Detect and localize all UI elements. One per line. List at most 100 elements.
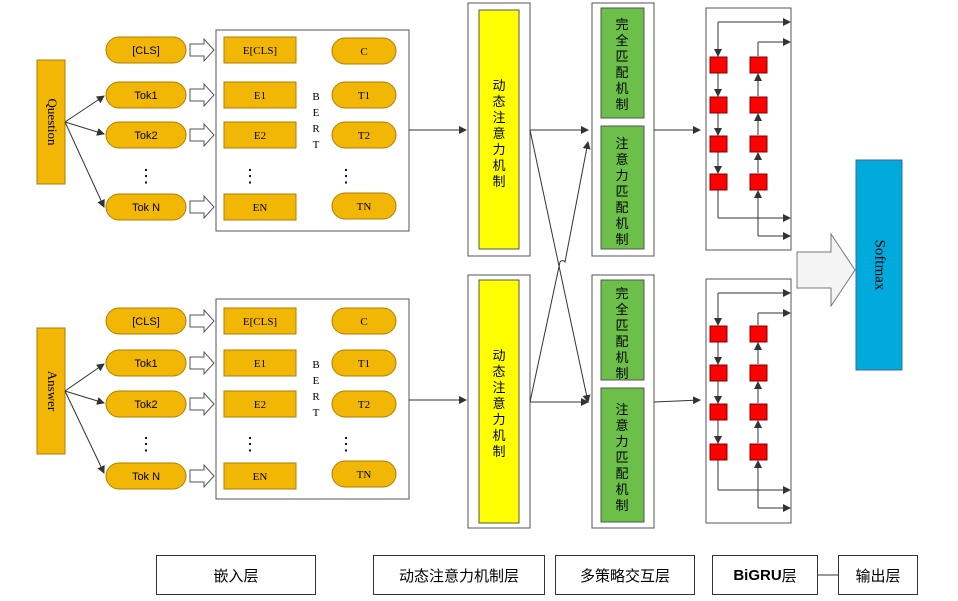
question-out-t1 [331,81,397,109]
question-token-1 [105,81,187,109]
svg-text:制: 制 [615,232,628,247]
question-gru-cell [709,96,728,114]
question-attn-match-text: 注 意 力 匹 配 机 制 [615,136,628,247]
answer-gru-cell [709,364,728,382]
svg-text:力: 力 [615,434,628,449]
question-emb-dots: ⋮ [241,166,259,186]
svg-text:机: 机 [615,482,628,497]
svg-text:配: 配 [615,334,628,349]
answer-gru-cell [749,403,768,421]
legend-output: 输出层 [838,555,918,595]
question-out-t1-label: T1 [358,90,370,102]
answer-out-t2 [331,390,397,418]
question-emb-cls-label: E[CLS] [243,45,277,57]
answer-bert-letter-e: E [313,375,320,387]
svg-text:制: 制 [615,366,628,381]
svg-text:完: 完 [615,286,628,301]
answer-emb-2 [223,390,297,418]
question-input-box [36,59,66,185]
answer-out-t1-label: T1 [358,358,370,370]
svg-text:动: 动 [492,348,505,363]
answer-label: Answer [45,371,60,412]
question-token-dots: ⋮ [137,166,155,186]
answer-full-match-text: 完 全 匹 配 机 制 [615,286,628,381]
question-attention-block [478,9,520,250]
answer-emb-dots: ⋮ [241,434,259,454]
svg-text:制: 制 [615,97,628,112]
question-out-dots: ⋮ [337,166,355,186]
svg-text:完: 完 [615,17,628,32]
answer-bert-letter-r: R [312,391,320,403]
svg-text:态: 态 [492,364,505,379]
answer-gru-cell [709,403,728,421]
answer-gru-cell [709,325,728,343]
legend-embed-label: 嵌入层 [213,566,259,585]
svg-text:配: 配 [615,65,628,80]
answer-token-1 [105,349,187,377]
legend-attention-label: 动态注意力机制层 [398,566,519,585]
question-full-match-block [600,7,645,119]
question-gru-cell [749,96,768,114]
svg-text:匹: 匹 [615,184,628,199]
question-gru-cell [709,135,728,153]
answer-emb-cls-label: E[CLS] [243,316,277,328]
svg-text:动: 动 [492,78,505,93]
answer-bigru-box [705,278,792,524]
question-emb-cls [223,36,297,64]
svg-text:制: 制 [492,174,505,189]
svg-text:机: 机 [492,158,505,173]
svg-text:注: 注 [492,110,505,125]
matching-layer: 完 全 匹 配 机 制 注 意 力 匹 配 机 制 完 全 匹 配 机 制 [591,2,655,529]
svg-text:态: 态 [492,94,505,109]
svg-text:力: 力 [615,168,628,183]
question-gru-cell [749,173,768,191]
answer-full-match-block [600,279,645,381]
question-emb-1-label: E1 [254,90,266,102]
svg-text:机: 机 [615,350,628,365]
question-gru-cell [749,56,768,74]
question-emb-n-label: EN [253,202,268,214]
answer-token-n [105,462,187,490]
answer-token-2 [105,390,187,418]
question-bert-letter-b: B [312,91,319,103]
question-token-n [105,193,187,221]
question-gru-cell [709,56,728,74]
svg-text:配: 配 [615,200,628,215]
svg-text:意: 意 [492,396,505,411]
svg-text:制: 制 [615,498,628,513]
question-token-1-label: Tok1 [134,90,157,102]
answer-bert-letter-b: B [312,359,319,371]
answer-input-box [36,327,66,455]
svg-text:意: 意 [615,152,628,167]
answer-token-cls [105,307,187,335]
answer-out-c-label: C [360,316,367,328]
answer-token-1-label: Tok1 [134,358,157,370]
question-bert-letter-e: E [313,107,320,119]
question-token-n-label: Tok N [132,202,160,214]
answer-out-dots: ⋮ [337,434,355,454]
output-arrow-icon [796,232,856,308]
question-token-2-label: Tok2 [134,130,157,142]
answer-gru-cell [749,443,768,461]
answer-out-t2-label: T2 [358,399,370,411]
question-out-tn [331,192,397,220]
answer-branch: Answer [CLS] Tok1 Tok2 ⋮ Tok N E[CLS] E1… [36,298,467,500]
legend-interaction: 多策略交互层 [555,555,695,595]
svg-text:机: 机 [615,216,628,231]
legend-bigru-suffix: 层 [781,566,797,585]
svg-text:注: 注 [615,402,628,417]
question-bigru [705,7,792,251]
answer-bert-letter-t: T [313,407,320,419]
svg-text:注: 注 [615,136,628,151]
legend-embed: 嵌入层 [156,555,316,595]
attention-layer: 动 态 注 意 力 机 制 动 态 注 意 力 机 制 [467,2,531,529]
answer-out-tn-label: TN [357,469,372,481]
answer-emb-2-label: E2 [254,399,266,411]
legend-attention: 动态注意力机制层 [373,555,545,595]
question-emb-1 [223,81,297,109]
softmax-block [855,159,903,371]
question-out-c-label: C [360,46,367,58]
question-out-t2-label: T2 [358,130,370,142]
